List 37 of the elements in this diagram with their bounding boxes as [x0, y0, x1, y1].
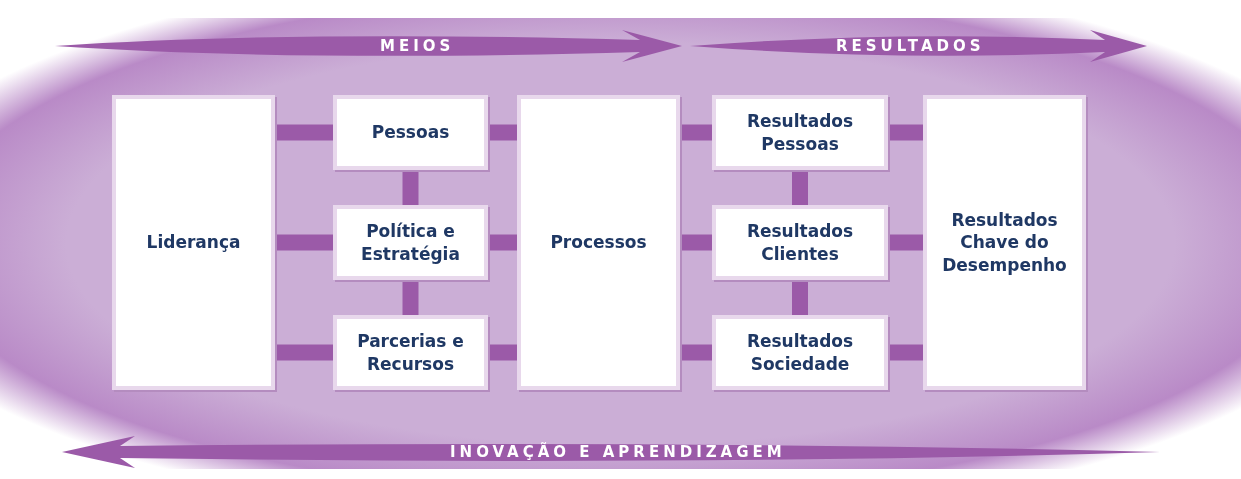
connector-bar: [275, 124, 333, 141]
box-label: Processos: [549, 231, 648, 254]
box-label: Resultados Pessoas: [745, 110, 855, 155]
arrow-label: INOVAÇÃO E APRENDIZAGEM: [450, 443, 786, 461]
category-box: [333, 205, 488, 280]
box-label: Pessoas: [370, 121, 451, 144]
box-label: Resultados Sociedade: [745, 330, 855, 375]
connector-bar: [275, 344, 333, 361]
connector-bar: [680, 344, 712, 361]
category-box: [517, 95, 680, 390]
connector-bar: [402, 170, 419, 205]
connector-bar: [680, 234, 712, 251]
connector-bar: [680, 124, 712, 141]
connector-bar: [488, 344, 517, 361]
category-box: [712, 95, 888, 170]
arrow-label: MEIOS: [380, 37, 455, 55]
connector-bar: [488, 234, 517, 251]
box-label: Resultados Clientes: [745, 220, 855, 265]
connector-bar: [488, 124, 517, 141]
category-box: [112, 95, 275, 390]
connector-bar: [888, 344, 923, 361]
box-label: Parcerias e Recursos: [356, 330, 465, 375]
box-label: Política e Estratégia: [360, 220, 461, 265]
category-box: [712, 205, 888, 280]
category-box: [333, 315, 488, 390]
box-label: Resultados Chave do Desempenho: [941, 209, 1068, 276]
category-box: [923, 95, 1086, 390]
arrow-label: RESULTADOS: [836, 37, 985, 55]
connector-bar: [792, 280, 808, 315]
connector-bar: [888, 234, 923, 251]
connector-bar: [888, 124, 923, 141]
connector-bar: [792, 170, 808, 205]
category-box: [333, 95, 488, 170]
box-label: Liderança: [145, 231, 242, 254]
category-box: [712, 315, 888, 390]
connector-bar: [275, 234, 333, 251]
connector-bar: [402, 280, 419, 315]
